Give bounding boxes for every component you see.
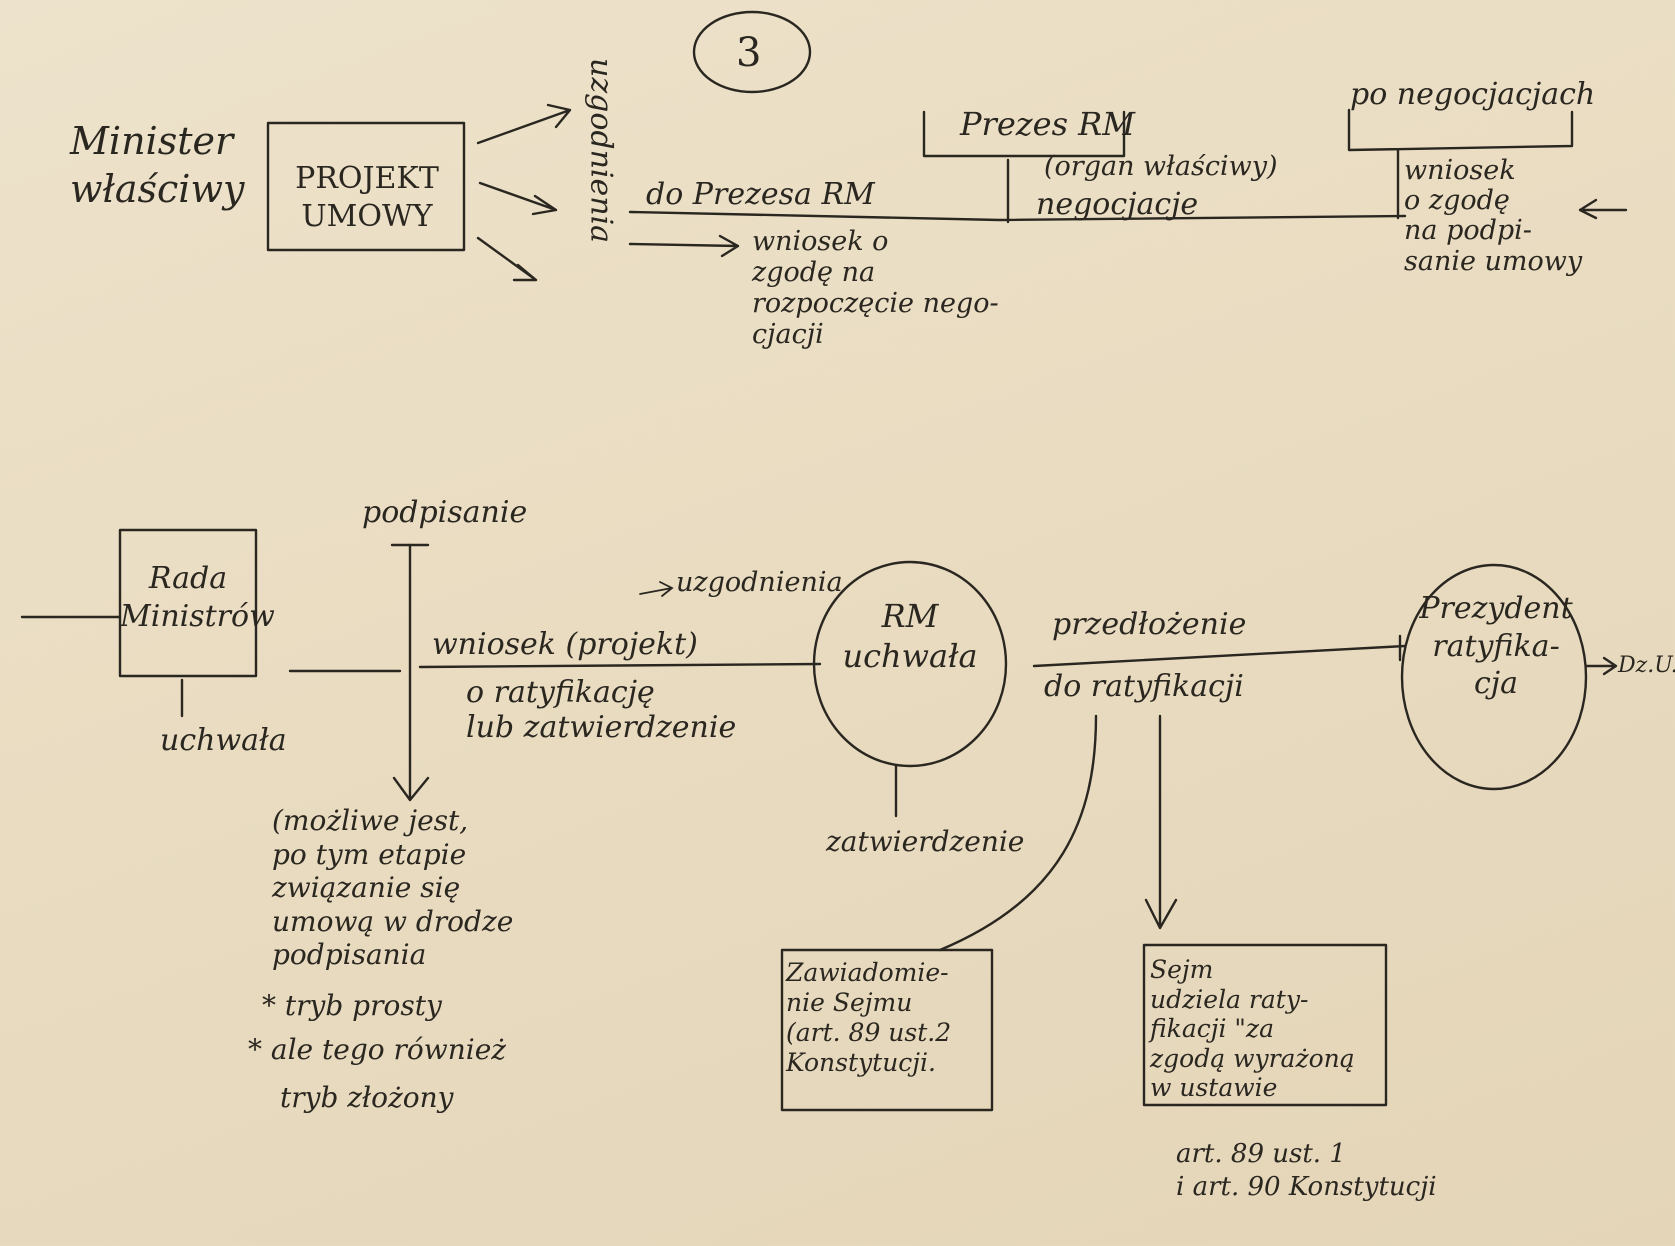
sejm-art-label: art. 89 ust. 1 i art. 90 Konstytucji (1176, 1139, 1437, 1202)
rada-ministrow-box (118, 528, 258, 678)
podpisanie-label: podpisanie (362, 495, 528, 530)
wniosek-arrow (628, 234, 740, 258)
organ-label: (organ właściwy) (1044, 151, 1278, 182)
przedlozenie-label: przedłożenie (1052, 607, 1247, 642)
rm-uchwala-label: RM uchwała (842, 597, 978, 675)
sejm-arrow (1144, 714, 1178, 930)
zawiadomienie-label: Zawiadomie- nie Sejmu (art. 89 ust.2 Kon… (786, 958, 952, 1077)
wniosek-negocjacje-label: wniosek o zgodę na rozpoczęcie nego- cja… (752, 226, 999, 351)
rm-circle (812, 560, 1008, 768)
prezes-rm-label: Prezes RM (960, 105, 1136, 143)
po-negocjacjach-bracket (1347, 108, 1574, 152)
zawiadomienie-curve (938, 714, 1098, 952)
wniosek-projekt-label: wniosek (projekt) (432, 627, 698, 662)
arrow-up-right (476, 103, 572, 145)
minister-label: Minister właściwy (70, 119, 245, 211)
mozliwe-note: (możliwe jest, po tym etapie związanie s… (272, 804, 514, 972)
dz-u-label: Dz.U. (1618, 653, 1675, 678)
rada-ministrow-label: Rada Ministrów (120, 561, 275, 634)
o-ratyfikacje-label: o ratyfikację lub zatwierdzenie (466, 675, 737, 745)
sejm-box (1142, 943, 1388, 1107)
negocjacje-label: negocjacje (1036, 187, 1199, 222)
do-ratyfikacji-label: do ratyfikacji (1044, 669, 1244, 704)
po-negocjacjach-label: po negocjacjach (1350, 77, 1596, 112)
main-bottom-line (418, 662, 822, 669)
uchwala-label: uchwała (160, 723, 287, 758)
zawiadomienie-box (780, 948, 994, 1112)
sejm-label: Sejm udziela raty- fikacji "za zgodą wyr… (1150, 955, 1355, 1102)
main-top-line (628, 210, 1407, 222)
prezydent-circle (1400, 563, 1588, 791)
ale-note: * ale tego również (248, 1033, 507, 1066)
rm-to-prezydent-line (1032, 644, 1407, 668)
wniosek-podpisanie-label: wniosek o zgodę na podpi- sanie umowy (1404, 155, 1583, 277)
page-number: 3 (736, 30, 762, 76)
page-number-circle (692, 10, 812, 94)
prezes-bracket (922, 110, 1126, 158)
projekt-umowy-label: PROJEKT UMOWY (295, 161, 439, 234)
uzgodnienia-label: uzgodnienia (583, 58, 619, 244)
arrow-right (478, 181, 558, 216)
tryb-zlozony-note: tryb złożony (280, 1081, 454, 1114)
do-prezesa-label: do Prezesa RM (646, 177, 875, 212)
zatwierdzenie-label: zatwierdzenie (826, 825, 1025, 858)
prezydent-label: Prezydent ratyfika- cja (1419, 591, 1573, 701)
podpisanie-vertical (392, 543, 430, 802)
dzu-arrow (1584, 656, 1618, 676)
arrow-down-right (476, 236, 538, 282)
uzgodnienia-bottom-label: uzgodnienia (676, 567, 843, 598)
uzgodnienia-arrow (639, 581, 674, 597)
incoming-arrow (1578, 198, 1628, 220)
projekt-umowy-box (266, 121, 466, 252)
tryb-prosty-note: * tryb prosty (262, 989, 442, 1022)
